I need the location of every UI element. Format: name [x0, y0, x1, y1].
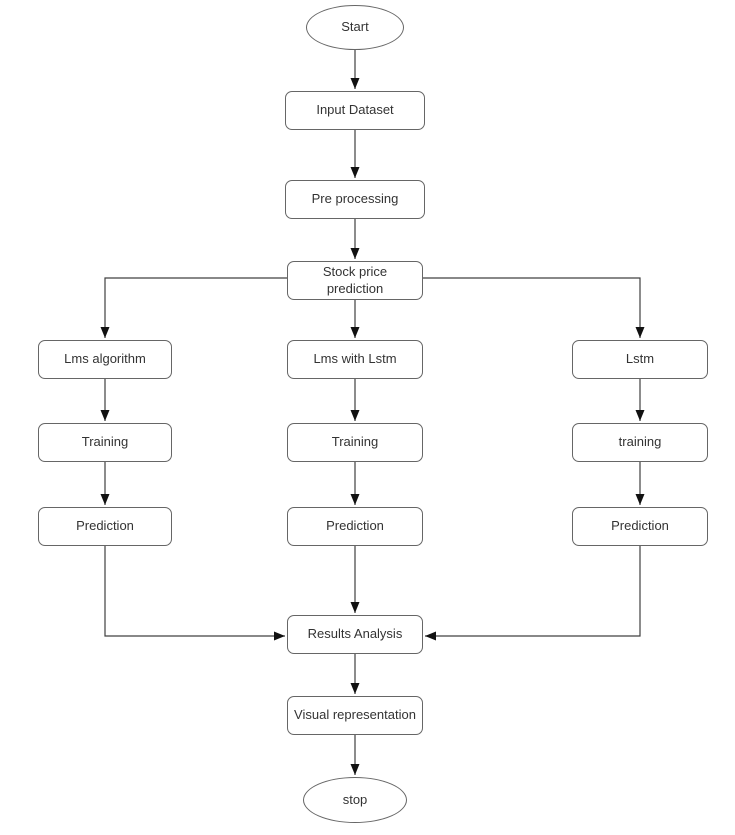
prediction-lstm-node: Prediction	[572, 507, 708, 546]
lms-algorithm-label: Lms algorithm	[64, 351, 146, 367]
lms-algorithm-node: Lms algorithm	[38, 340, 172, 379]
stock-price-prediction-node: Stock price prediction	[287, 261, 423, 300]
pre-processing-node: Pre processing	[285, 180, 425, 219]
pre-processing-label: Pre processing	[311, 191, 399, 207]
edge-prediction-lstm-to-results-analysis	[425, 546, 641, 641]
training-lms-lstm-node: Training	[287, 423, 423, 462]
prediction-lms-node: Prediction	[38, 507, 172, 546]
training-lms-node: Training	[38, 423, 172, 462]
training-lstm-node: training	[572, 423, 708, 462]
training-lms-lstm-label: Training	[331, 434, 379, 450]
stop-node: stop	[303, 777, 407, 823]
start-label: Start	[341, 19, 369, 35]
lms-with-lstm-node: Lms with Lstm	[287, 340, 423, 379]
lstm-label: Lstm	[625, 351, 655, 367]
prediction-lms-lstm-label: Prediction	[326, 518, 384, 534]
lstm-node: Lstm	[572, 340, 708, 379]
results-analysis-node: Results Analysis	[287, 615, 423, 654]
results-analysis-label: Results Analysis	[307, 626, 403, 642]
edges-group	[100, 50, 645, 775]
edge-prediction-lms-to-results-analysis	[104, 546, 285, 641]
visual-representation-label: Visual representation	[294, 707, 416, 723]
training-lms-label: Training	[81, 434, 129, 450]
start-node: Start	[306, 5, 404, 50]
input-dataset-label: Input Dataset	[316, 102, 394, 118]
prediction-lms-label: Prediction	[76, 518, 134, 534]
lms-with-lstm-label: Lms with Lstm	[313, 351, 397, 367]
stock-price-prediction-label: Stock price prediction	[322, 264, 388, 296]
prediction-lms-lstm-node: Prediction	[287, 507, 423, 546]
prediction-lstm-label: Prediction	[611, 518, 669, 534]
stop-label: stop	[342, 791, 368, 807]
training-lstm-label: training	[618, 434, 662, 450]
edge-stock-price-prediction-to-lms-algorithm	[100, 277, 287, 338]
input-dataset-node: Input Dataset	[285, 91, 425, 130]
visual-representation-node: Visual representation	[287, 696, 423, 735]
edge-stock-price-prediction-to-lstm	[423, 277, 645, 338]
